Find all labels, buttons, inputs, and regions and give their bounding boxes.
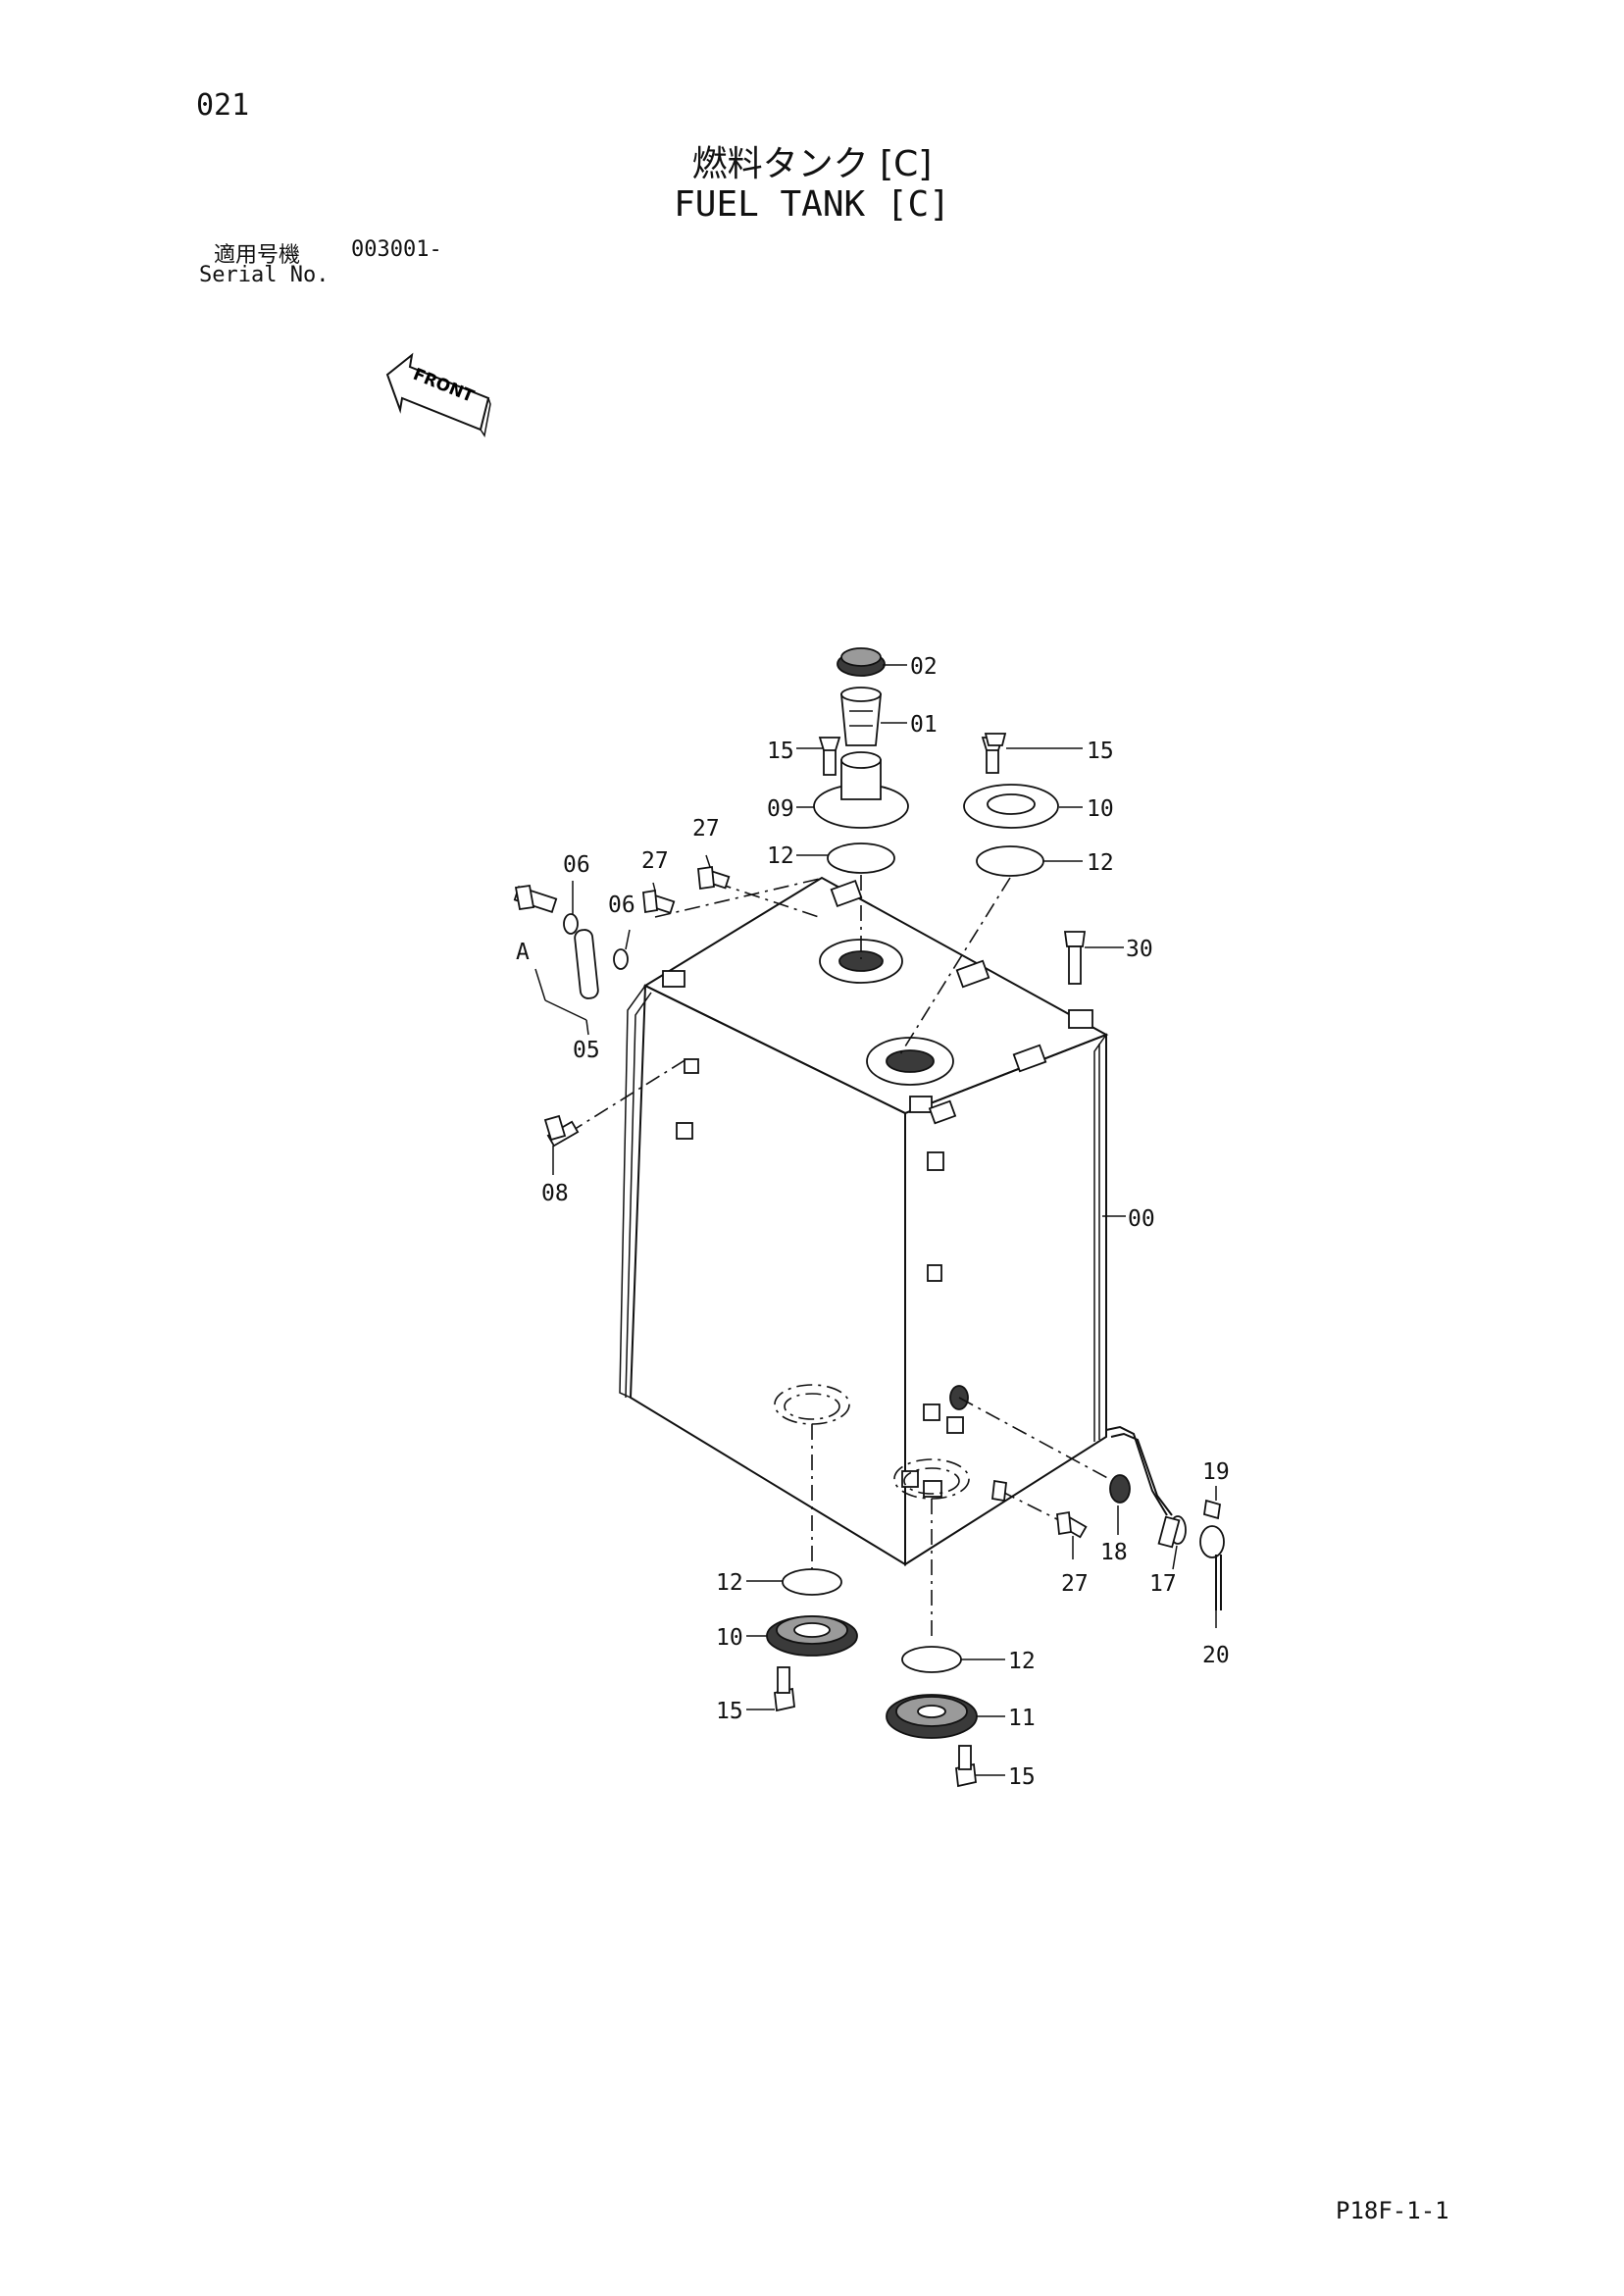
callout-20: 20 <box>1202 1643 1230 1668</box>
callout-12: 12 <box>1008 1649 1036 1674</box>
callout-15: 15 <box>767 739 794 764</box>
serial-number-value: 003001- <box>351 237 442 262</box>
callout-06: 06 <box>563 852 590 878</box>
callout-17: 17 <box>1149 1571 1177 1597</box>
callout-08: 08 <box>541 1181 569 1206</box>
callout-12: 12 <box>1087 850 1114 876</box>
callout-00: 00 <box>1128 1206 1155 1232</box>
callout-labels: 02 01 15 15 09 10 12 12 27 27 06 06 A 05… <box>516 654 1230 1790</box>
callout-19: 19 <box>1202 1459 1230 1485</box>
tank-top-fittings <box>662 879 1093 1498</box>
page-number: 021 <box>196 88 250 123</box>
filler-assembly <box>813 647 1059 877</box>
callout-27: 27 <box>1061 1571 1089 1597</box>
drain-parts <box>1105 1425 1225 1610</box>
page-title-japanese: 燃料タンク [C] <box>691 144 933 184</box>
callout-30: 30 <box>1126 937 1153 962</box>
assembly-lines <box>568 875 1114 1638</box>
callout-05: 05 <box>573 1038 600 1063</box>
callout-06: 06 <box>608 893 635 918</box>
callout-27: 27 <box>641 848 669 874</box>
callout-10: 10 <box>1087 796 1114 822</box>
front-label: FRONT <box>410 365 477 407</box>
callout-02: 02 <box>910 654 938 680</box>
right-fasteners <box>984 733 1088 1539</box>
callout-leaders <box>552 664 1217 1776</box>
callout-12: 12 <box>767 843 794 869</box>
page-title: FUEL TANK [C] <box>674 184 950 225</box>
front-arrow-icon: FRONT <box>385 352 491 437</box>
callout-01: 01 <box>910 712 938 738</box>
left-fasteners <box>513 865 731 1148</box>
callout-15: 15 <box>1008 1764 1036 1790</box>
reference-code: P18F-1-1 <box>1336 2197 1449 2224</box>
serial-label: Serial No. <box>199 263 330 287</box>
callout-15: 15 <box>1087 739 1114 764</box>
serial-label-japanese: 適用号機 <box>214 243 301 268</box>
callout-09: 09 <box>767 796 794 822</box>
bottom-flanges <box>766 1568 978 1788</box>
view-label-a: A <box>516 940 530 965</box>
callout-10: 10 <box>716 1625 743 1651</box>
callout-27: 27 <box>692 816 720 842</box>
callout-18: 18 <box>1100 1540 1128 1565</box>
callout-11: 11 <box>1008 1706 1036 1731</box>
callout-12: 12 <box>716 1570 743 1596</box>
callout-15: 15 <box>716 1699 743 1724</box>
